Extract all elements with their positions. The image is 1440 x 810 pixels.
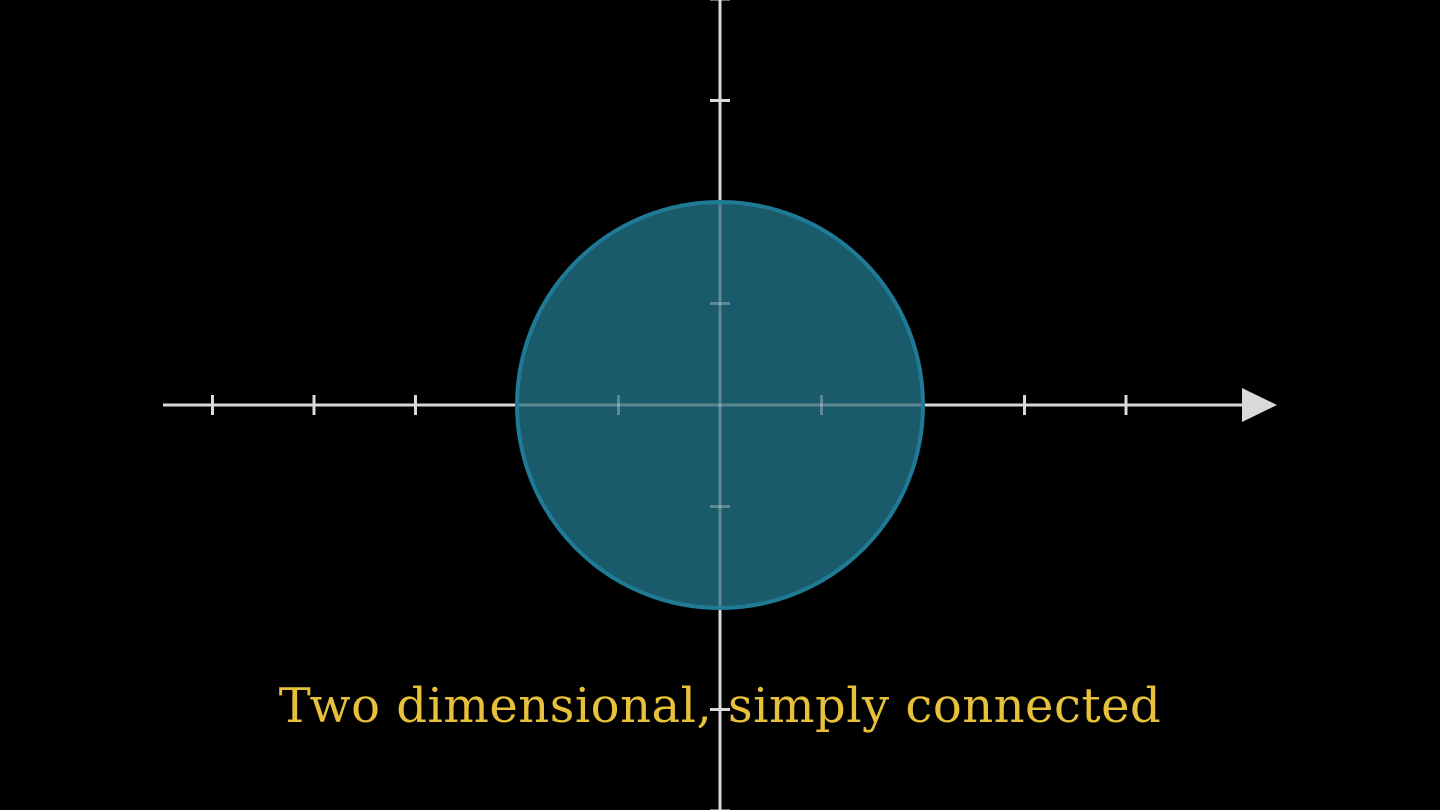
disk-region (515, 200, 925, 610)
disk-circle (515, 200, 925, 610)
caption: Two dimensional, simply connected (278, 678, 1162, 734)
x-axis-arrowhead (1242, 388, 1277, 422)
axes-overlay (519, 204, 921, 606)
